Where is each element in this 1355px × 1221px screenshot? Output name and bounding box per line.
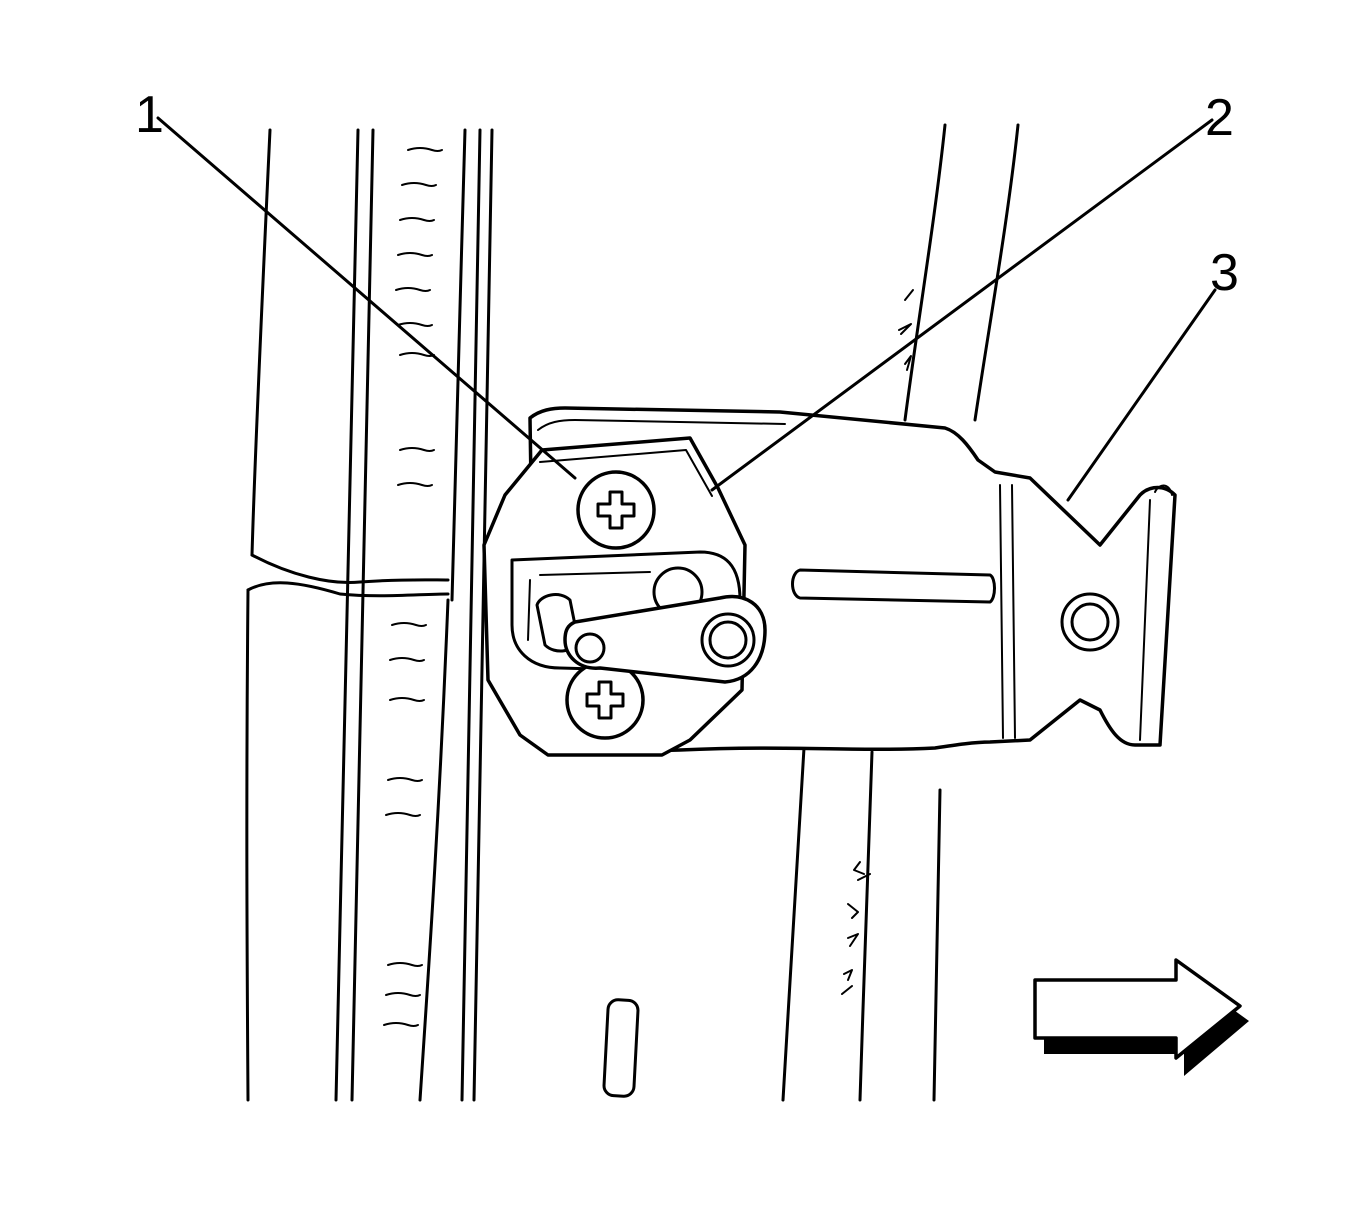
body-panel bbox=[602, 123, 1020, 1102]
right-arrow-icon bbox=[1033, 958, 1249, 1076]
callout-leaders bbox=[156, 116, 1217, 502]
weatherstrip-ridges bbox=[383, 147, 443, 1027]
callouts: 1 2 3 bbox=[135, 86, 1239, 302]
callout-3-label: 3 bbox=[1210, 244, 1239, 302]
check-link-arm bbox=[535, 566, 767, 684]
callout-2-label: 2 bbox=[1205, 89, 1234, 147]
callout-1-label: 1 bbox=[135, 86, 164, 144]
lower-screw bbox=[565, 660, 645, 740]
upper-screw bbox=[576, 470, 656, 550]
door-pillar bbox=[245, 128, 494, 1102]
